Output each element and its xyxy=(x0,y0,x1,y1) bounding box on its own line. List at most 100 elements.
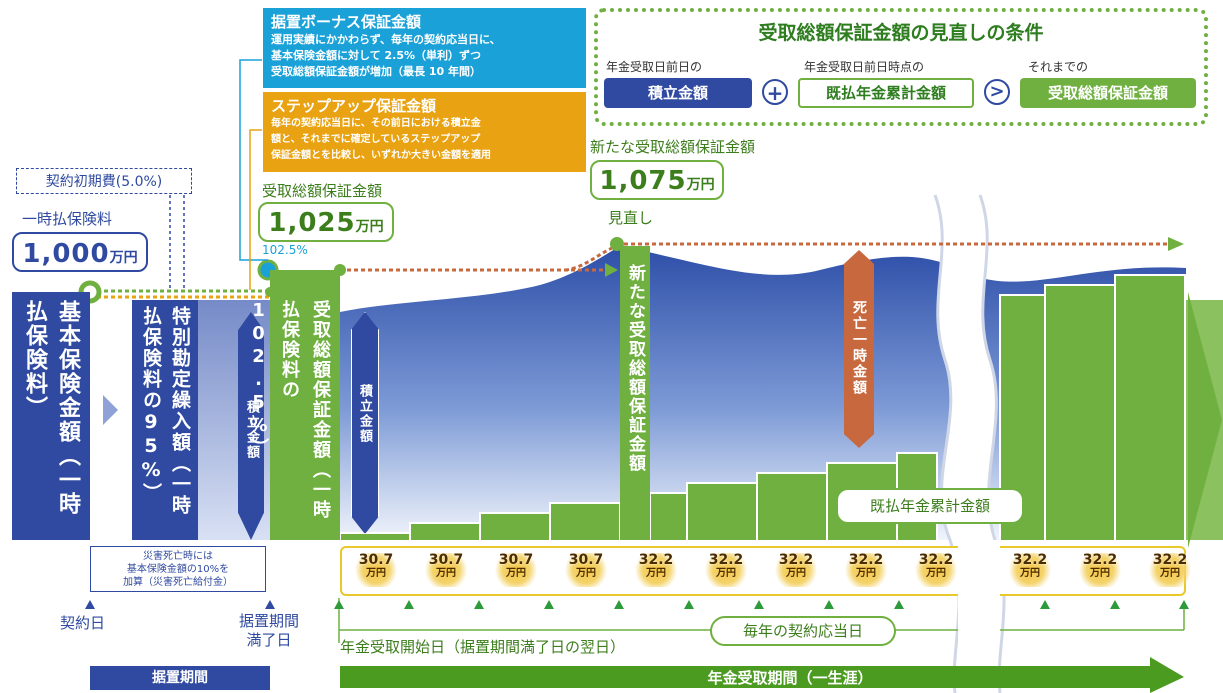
payment-unit: 万円 xyxy=(506,568,526,579)
payment-unit: 万円 xyxy=(926,568,946,579)
review-point-label: 見直し xyxy=(608,209,654,227)
flow-arrow xyxy=(103,395,118,425)
strip-break xyxy=(958,540,1000,640)
special-account-bar xyxy=(132,300,198,540)
payment-unit: 万円 xyxy=(436,568,456,579)
paid-cumulative-columns xyxy=(339,274,1186,542)
payment-unit: 万円 xyxy=(1090,568,1110,579)
guarantee-bar-text: 受取総額保証金額（一時払保険料の102.5%） xyxy=(248,300,331,520)
guarantee-value-box: 1,025万円 xyxy=(258,202,394,242)
death-note-line-1: 災害死亡時には xyxy=(143,551,213,562)
payment-unit: 万円 xyxy=(856,568,876,579)
anniversary-tick xyxy=(1110,600,1120,609)
anniversary-tick xyxy=(824,600,834,609)
accidental-death-note: 災害死亡時には 基本保険金額の10%を 加算（災害死亡給付金） xyxy=(90,546,266,592)
anniversary-tick xyxy=(544,600,554,609)
payment-value: 32.2 xyxy=(1082,552,1118,568)
deferral-end-line-2: 満了日 xyxy=(246,631,292,649)
anniversary-label: 毎年の契約応当日 xyxy=(710,616,896,646)
payment-value: 32.2 xyxy=(918,552,954,568)
anniversary-tick xyxy=(1179,600,1189,609)
stepup-line-2: 額と、それまでに確定しているステップアップ xyxy=(271,134,481,145)
bonus-line-2: 基本保険金額に対して 2.5%（単利）ずつ xyxy=(271,49,482,62)
payment-value: 30.7 xyxy=(498,552,534,568)
bonus-title: 据置ボーナス保証金額 xyxy=(271,13,422,31)
greater-than-icon: > xyxy=(984,79,1010,105)
contract-day-marker xyxy=(85,600,95,609)
lump-sum-value: 1,000 xyxy=(22,239,110,269)
payment-unit: 万円 xyxy=(1020,568,1040,579)
payment-value: 30.7 xyxy=(568,552,604,568)
payment-unit: 万円 xyxy=(366,568,386,579)
review-col2-value: 既払年金累計金額 xyxy=(798,78,974,108)
guarantee-pct: 102.5% xyxy=(262,243,308,257)
stepup-line-3: 保証金額とを比較し、いずれか大きい金額を適用 xyxy=(271,150,491,161)
anniversary-tick xyxy=(754,600,764,609)
stepup-line-1: 毎年の契約応当日に、その前日における積立金 xyxy=(271,118,481,129)
guarantee-bar xyxy=(270,270,340,540)
anniversary-tick xyxy=(404,600,414,609)
accum-arrow-2 xyxy=(351,312,379,534)
review-col2-label: 年金受取日前日時点の xyxy=(804,60,925,74)
basic-amount-text: 基本保険金額（一時払保険料） xyxy=(22,300,80,516)
lump-sum-value-box: 1,000万円 xyxy=(12,232,148,272)
anniversary-tick xyxy=(614,600,624,609)
annuity-start-label: 年金受取開始日（据置期間満了日の翌日） xyxy=(340,638,626,656)
payment-unit: 万円 xyxy=(1160,568,1180,579)
special-account-text: 特別勘定繰入額（一時払保険料の95%） xyxy=(140,306,191,516)
death-benefit-text: 死亡一時金額 xyxy=(851,300,867,396)
review-col1-value: 積立金額 xyxy=(604,78,752,108)
payout-period-arrow xyxy=(340,657,1184,693)
review-col3-value: 受取総額保証金額 xyxy=(1020,78,1196,108)
stepup-title: ステップアップ保証金額 xyxy=(271,97,437,115)
deferral-period-label: 据置期間 xyxy=(152,670,208,686)
review-col1-label: 年金受取日前日の xyxy=(606,60,703,74)
deferral-period-bar xyxy=(90,666,270,690)
bonus-line-3: 受取総額保証金額が増加（最長 10 年間） xyxy=(271,65,481,78)
anniversary-tick xyxy=(684,600,694,609)
new-guarantee-value-box: 1,075万円 xyxy=(590,160,724,200)
guarantee-value: 1,025 xyxy=(268,208,356,238)
payment-unit: 万円 xyxy=(716,568,736,579)
lump-sum-unit: 万円 xyxy=(109,250,138,266)
payment-value: 32.2 xyxy=(708,552,744,568)
contract-day-label: 契約日 xyxy=(60,614,106,632)
plus-icon: + xyxy=(762,79,788,105)
death-benefit-bar xyxy=(844,250,874,448)
new-guarantee-value: 1,075 xyxy=(599,166,687,196)
review-title: 受取総額保証金額の見直しの条件 xyxy=(758,22,1044,44)
lump-sum-label: 一時払保険料 xyxy=(22,210,113,228)
stepup-guarantee-legend: ステップアップ保証金額 毎年の契約応当日に、その前日における積立金 額と、それま… xyxy=(263,92,586,172)
death-note-line-3: 加算（災害死亡給付金） xyxy=(123,577,233,588)
basic-amount-bar xyxy=(12,292,90,540)
accum-arrow-1 xyxy=(238,312,264,540)
payment-unit: 万円 xyxy=(786,568,806,579)
payment-value: 30.7 xyxy=(428,552,464,568)
bonus-line-1: 運用実績にかかわらず、毎年の契約応当日に、 xyxy=(271,33,501,46)
payout-period-label: 年金受取期間（一生涯） xyxy=(707,669,873,687)
accum-text-1: 積立金額 xyxy=(244,400,259,460)
payment-unit: 万円 xyxy=(646,568,666,579)
payment-value: 32.2 xyxy=(778,552,814,568)
payment-value: 32.2 xyxy=(638,552,674,568)
anniversary-tick xyxy=(1040,600,1050,609)
death-note-line-2: 基本保険金額の10%を xyxy=(126,564,230,575)
new-guarantee-bar-text: 新たな受取総額保証金額 xyxy=(625,264,645,473)
review-col3-label: それまでの xyxy=(1028,60,1089,74)
payment-value: 32.2 xyxy=(848,552,884,568)
anniversary-tick xyxy=(334,600,344,609)
deferral-end-line-1: 据置期間 xyxy=(238,612,299,630)
payment-value: 32.2 xyxy=(1012,552,1048,568)
payment-value: 30.7 xyxy=(358,552,394,568)
